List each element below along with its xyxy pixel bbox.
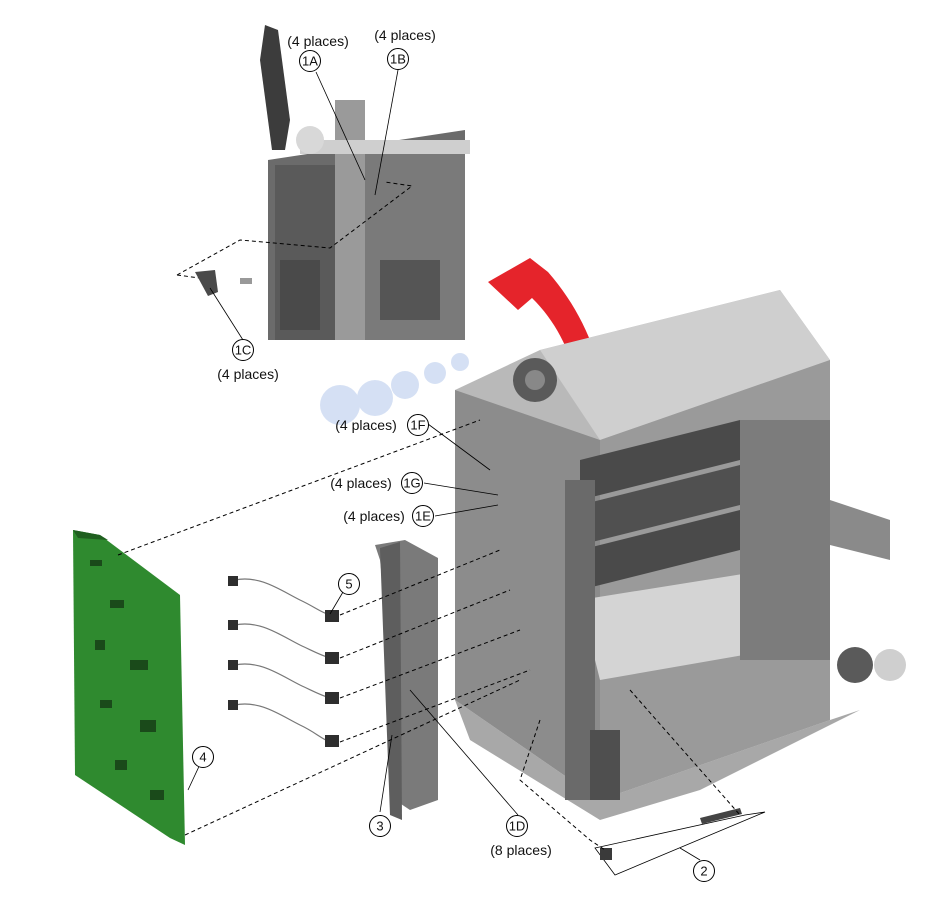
cable-connectors xyxy=(228,576,339,747)
callout-5: 5 xyxy=(345,577,352,592)
rotation-arrow xyxy=(488,258,610,450)
inset-detail-view xyxy=(176,25,470,340)
note-1g-places: (4 places) xyxy=(330,475,391,491)
note-1d-places: (8 places) xyxy=(490,842,551,858)
callout-1g: 1G xyxy=(403,476,420,491)
small-parts-2 xyxy=(594,808,766,876)
callout-1f: 1F xyxy=(410,418,425,433)
callout-3: 3 xyxy=(376,819,383,834)
printer-frame xyxy=(455,290,906,820)
side-bracket xyxy=(375,540,438,820)
note-1a-places: (4 places) xyxy=(287,33,348,49)
callout-1e: 1E xyxy=(415,509,431,524)
callout-1d: 1D xyxy=(509,819,526,834)
callout-1c: 1C xyxy=(235,343,252,358)
dashed-leader-lines xyxy=(117,419,741,851)
watermark-logo xyxy=(320,353,469,425)
callout-leaders xyxy=(187,69,701,861)
callout-circles xyxy=(192,48,715,882)
callout-1b: 1B xyxy=(390,52,406,67)
callout-1a: 1A xyxy=(302,54,318,69)
note-1e-places: (4 places) xyxy=(343,508,404,524)
circuit-board xyxy=(73,530,185,845)
note-1c-places: (4 places) xyxy=(217,366,278,382)
note-1b-places: (4 places) xyxy=(374,27,435,43)
callout-4: 4 xyxy=(199,750,206,765)
callout-2: 2 xyxy=(700,864,707,879)
note-1f-places: (4 places) xyxy=(335,417,396,433)
cable-assemblies xyxy=(234,578,331,743)
